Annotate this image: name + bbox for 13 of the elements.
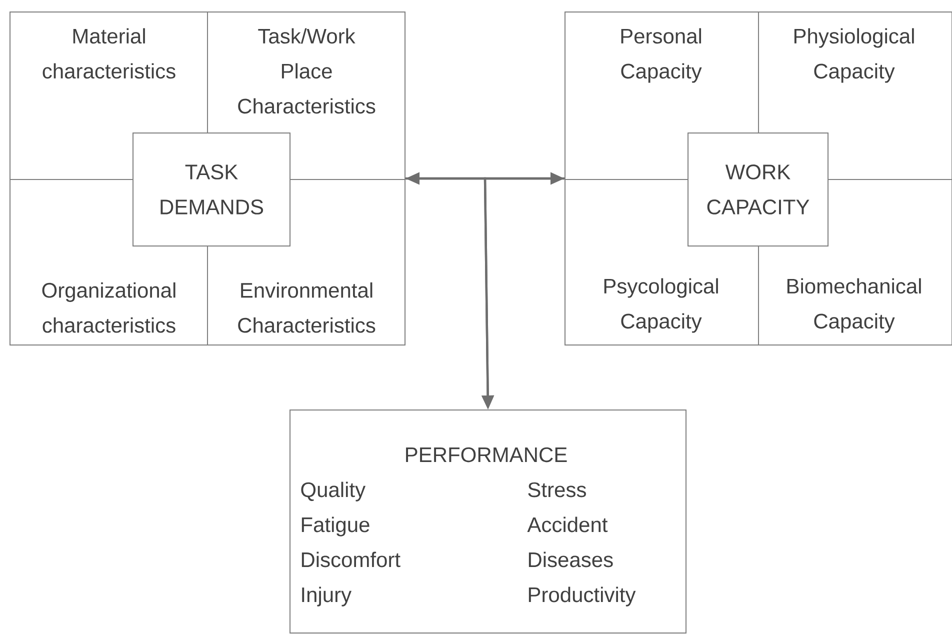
quadrant-label: Physiological Capacity bbox=[794, 28, 914, 83]
group-box bbox=[10, 12, 406, 346]
quadrant-label: Material characteristics bbox=[42, 28, 176, 79]
performance-box: PERFORMANCE Quality Stress Fatigue Accident Discomfort Diseases Injury Productivity bbox=[290, 410, 686, 634]
group-box bbox=[564, 12, 952, 346]
quadrant-label: Personal Capacity bbox=[621, 28, 702, 83]
center-box: WORK CAPACITY bbox=[688, 132, 829, 246]
quadrant-label: Environmental Characteristics bbox=[238, 282, 376, 333]
quadrant-label: Biomechanical Capacity bbox=[787, 278, 921, 333]
center-box: TASK DEMANDS bbox=[132, 132, 290, 246]
quadrant-label: Task/Work Place Characteristics bbox=[238, 28, 376, 114]
quadrant-label: Psycological Capacity bbox=[604, 278, 718, 333]
quadrant-label: Organizational characteristics bbox=[42, 282, 176, 333]
